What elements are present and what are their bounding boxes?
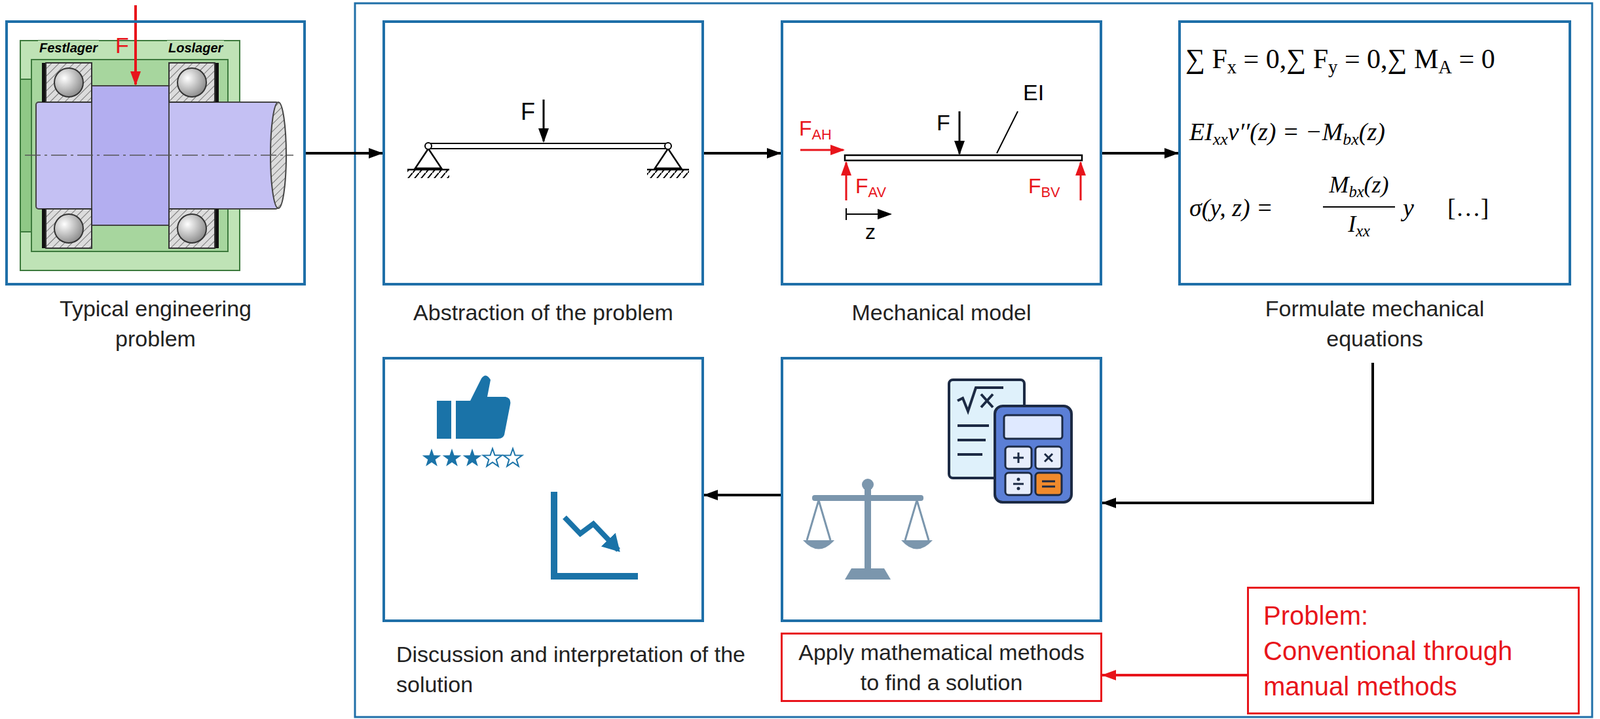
text-subscript: y: [1328, 56, 1338, 78]
equation: σ(y, z) =: [1189, 193, 1274, 223]
step-caption: Abstraction of the problem: [360, 297, 727, 328]
step-caption: Discussion and interpretation of the sol…: [396, 639, 750, 700]
step-caption: Formulate mechanical equations: [1227, 293, 1523, 354]
text-part: I: [1347, 210, 1356, 238]
text-part: = 0: [1451, 43, 1496, 75]
part-label: Loslager: [167, 40, 224, 56]
reaction-label: FAH: [799, 116, 832, 141]
flow-arrow: [704, 493, 781, 497]
step-caption-box: Apply mathematical methods to find a sol…: [780, 632, 1103, 703]
text-subscript: AV: [868, 184, 887, 201]
text-part: ∑ F: [1185, 43, 1228, 75]
text-part: F: [799, 116, 813, 141]
step-box: Abstraction of the problem: [382, 20, 705, 286]
part-label: Festlager: [37, 40, 99, 56]
flow-arrow: [1102, 673, 1247, 677]
box-text: Conventional through manual methods: [1263, 633, 1564, 705]
equation: y: [1402, 193, 1414, 223]
step-box: Discussion and interpretation of the sol…: [382, 356, 705, 623]
step-box: Apply mathematical methods to find a sol…: [780, 356, 1103, 623]
text-part: v′′(z) = −M: [1227, 117, 1344, 146]
text-subscript: AH: [812, 126, 832, 143]
problem-box: Problem:Conventional through manual meth…: [1246, 586, 1580, 715]
text-part: = 0,∑ F: [1236, 43, 1329, 75]
force-label: F: [115, 32, 130, 59]
balance-icon: [802, 478, 933, 580]
outer-frame: [354, 3, 1593, 718]
flow-arrow: [305, 151, 383, 155]
text-subscript: xx: [1355, 222, 1371, 240]
flow-arrow: [704, 151, 781, 155]
box-heading: Problem:: [1263, 597, 1564, 634]
beam-sketch: [407, 99, 689, 179]
text-part: F: [1028, 174, 1042, 198]
text-subscript: BV: [1041, 184, 1061, 201]
equation: Ixx: [1347, 210, 1371, 238]
stiffness-label: EI: [1023, 79, 1044, 106]
axis-label: z: [865, 220, 876, 245]
text-part: F: [855, 174, 869, 198]
text-part: (z): [1358, 117, 1386, 146]
step-caption: Mechanical model: [771, 297, 1113, 328]
force-label: F: [936, 110, 951, 136]
force-label: F: [520, 98, 536, 126]
text-part: EI: [1189, 117, 1213, 146]
equation: […]: [1447, 193, 1489, 223]
text-part: (z): [1364, 171, 1390, 198]
reaction-label: FBV: [1028, 174, 1061, 199]
flow-arrow: [1102, 151, 1179, 155]
text-part: = 0,∑ M: [1337, 43, 1439, 75]
step-caption: Typical engineering problem: [18, 293, 294, 354]
text-subscript: xx: [1212, 129, 1228, 149]
text-part: M: [1328, 171, 1349, 198]
flow-arrow: [1102, 362, 1373, 503]
step-box: Mechanical model: [780, 20, 1103, 286]
equation: Mbx(z): [1328, 171, 1389, 199]
fraction-bar: [1322, 206, 1396, 208]
bearing-drawing: [20, 40, 294, 271]
text-subscript: A: [1438, 56, 1452, 78]
equation: EIxxv′′(z) = −Mbx(z): [1189, 117, 1386, 147]
rating-icon: [422, 375, 523, 467]
calculation-icon: [948, 379, 1072, 503]
equation: ∑ Fx = 0,∑ Fy = 0,∑ MA = 0: [1185, 43, 1496, 75]
reaction-label: FAV: [855, 174, 887, 199]
text-subscript: x: [1227, 56, 1237, 78]
text-subscript: bx: [1348, 182, 1364, 201]
text-subscript: bx: [1342, 129, 1359, 149]
force-arrow: [134, 5, 137, 85]
step-box: Typical engineering problem: [5, 20, 306, 286]
trend-chart-icon: [550, 491, 638, 580]
